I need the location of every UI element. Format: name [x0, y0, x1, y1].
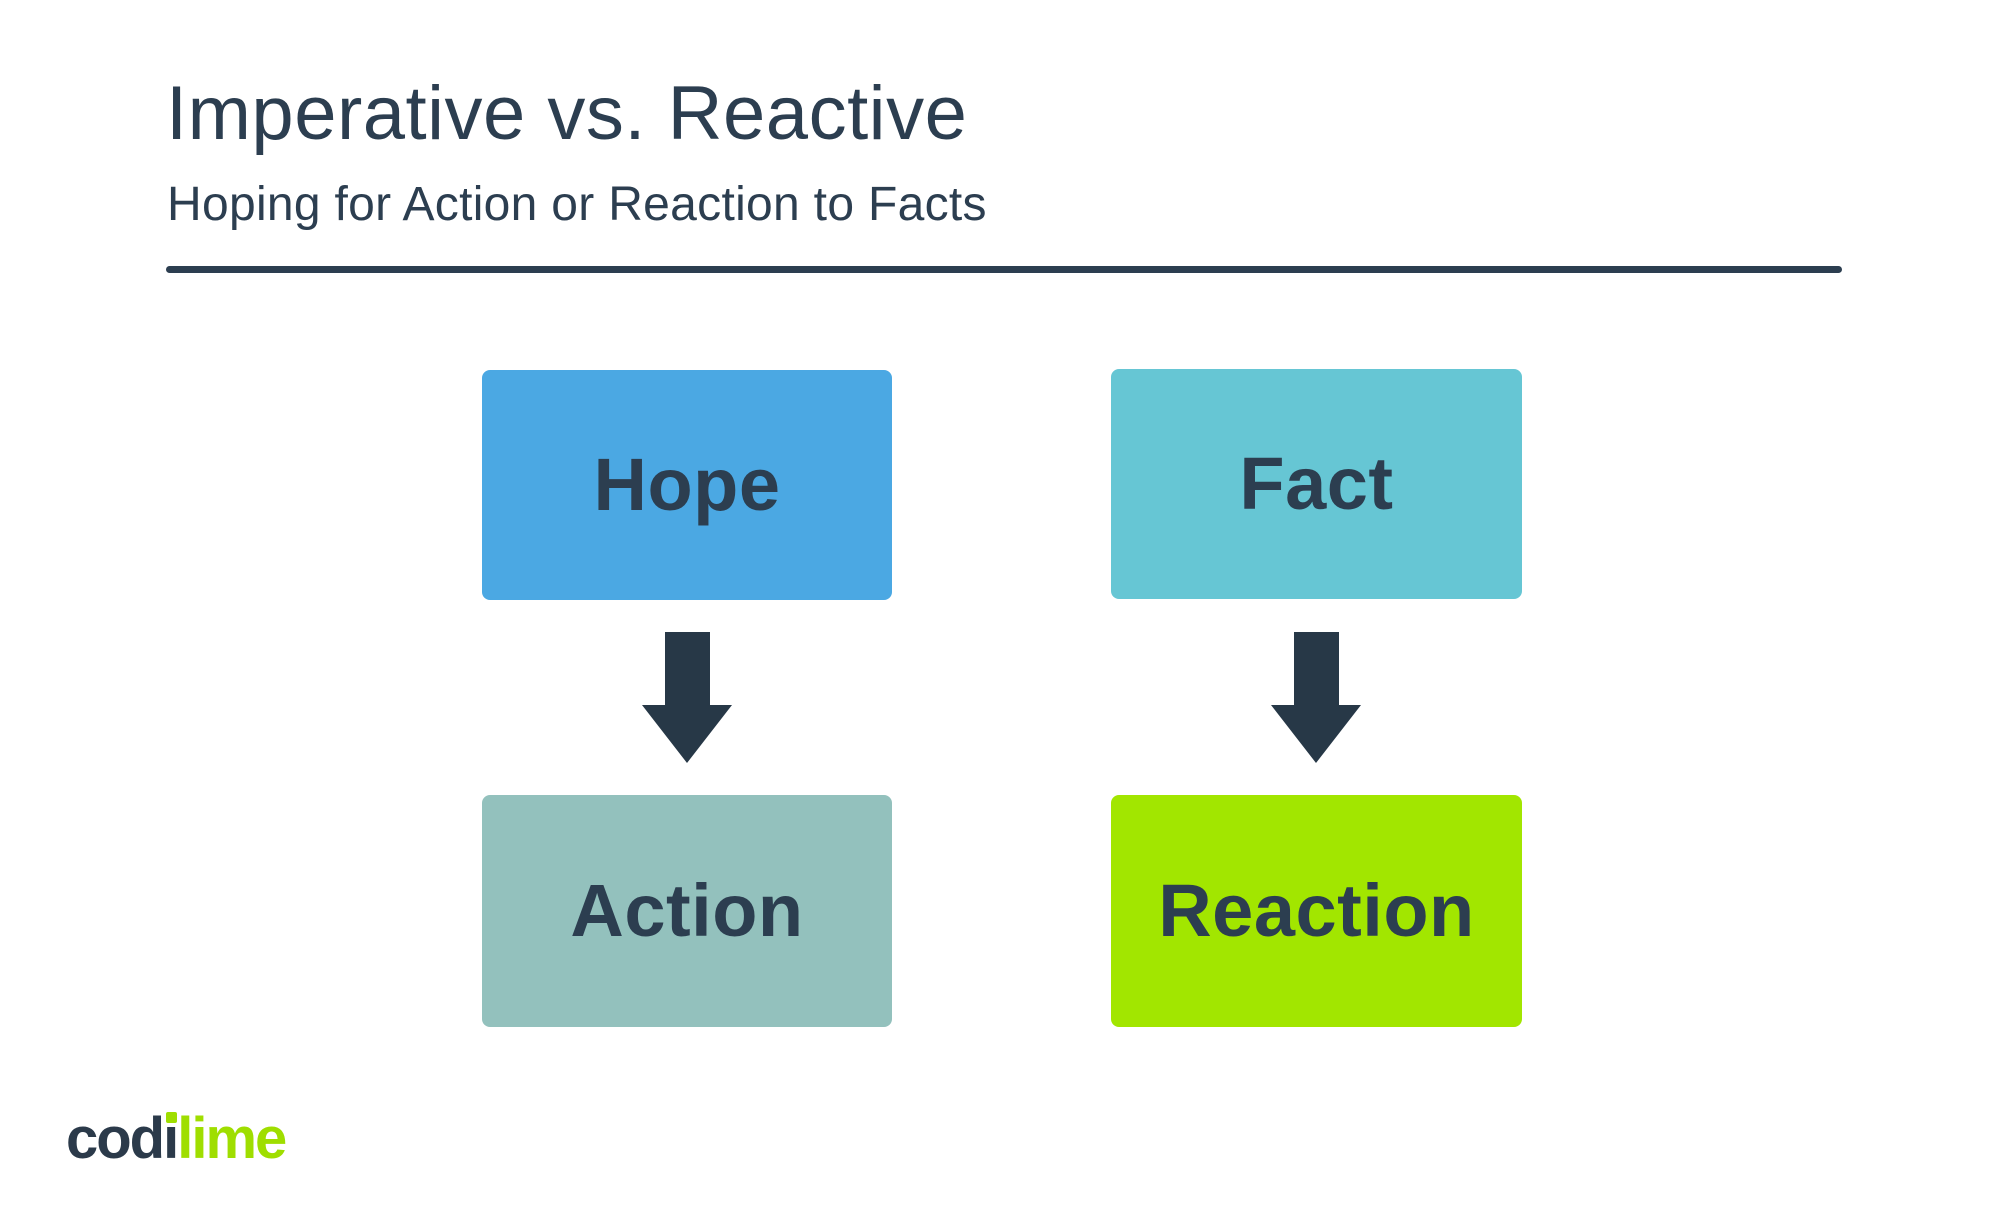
- logo-text-cod: cod: [66, 1106, 165, 1171]
- node-fact: Fact: [1111, 369, 1522, 599]
- node-fact-label: Fact: [1239, 442, 1394, 525]
- down-arrow-shape: [1271, 632, 1361, 763]
- down-arrow-icon: [642, 632, 732, 763]
- logo-text-lime: lime: [177, 1106, 287, 1171]
- page-subtitle: Hoping for Action or Reaction to Facts: [167, 178, 987, 231]
- logo-text-i: i: [163, 1106, 179, 1171]
- down-arrow-shape: [642, 632, 732, 763]
- down-arrow-icon: [1271, 632, 1361, 763]
- node-reaction: Reaction: [1111, 795, 1522, 1027]
- node-reaction-label: Reaction: [1158, 869, 1475, 952]
- node-action: Action: [482, 795, 892, 1027]
- logo-i-dot: [166, 1112, 178, 1123]
- node-hope-label: Hope: [593, 443, 781, 526]
- header-divider: [166, 266, 1842, 273]
- node-action-label: Action: [570, 869, 804, 952]
- page-title: Imperative vs. Reactive: [166, 71, 968, 156]
- node-hope: Hope: [482, 370, 892, 600]
